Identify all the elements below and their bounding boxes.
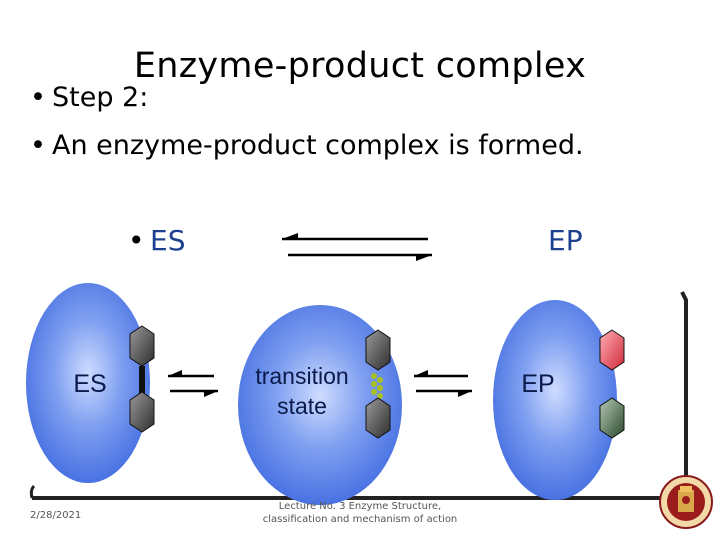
footer-date: 2/28/2021 (30, 510, 82, 521)
footer-lecture-line1: Lecture No. 3 Enzyme Structure, (278, 501, 442, 512)
substrate-bond (139, 366, 145, 396)
bullet-glyph: • (30, 130, 46, 161)
footer-lecture: Lecture No. 3 Enzyme Structure, classifi… (250, 500, 470, 526)
bullet-step-text: Step 2: (52, 82, 149, 113)
equation-right: EP (548, 224, 583, 257)
equilibrium-arrows-1 (168, 370, 218, 397)
footer-lecture-line2: classification and mechanism of action (262, 514, 458, 525)
product-hex-red (599, 329, 625, 371)
transition-label-line1: transition (255, 363, 348, 389)
university-seal-logo (659, 475, 713, 529)
slide-title: Enzyme-product complex (133, 46, 587, 86)
ep-label: EP (521, 370, 554, 398)
product-hex-green (599, 397, 625, 439)
transition-label-line2: state (277, 393, 327, 419)
substrate-hex-top (129, 325, 155, 367)
transition-hex-top (365, 329, 391, 371)
enzyme-es (26, 283, 150, 483)
substrate-hex-bottom (129, 391, 155, 433)
transition-bond (371, 373, 383, 399)
bullet-glyph: • (128, 224, 145, 257)
bullet-glyph: • (30, 82, 46, 113)
equilibrium-arrows-top (282, 233, 432, 261)
enzyme-transition (238, 305, 402, 505)
equilibrium-arrows-2 (414, 370, 472, 397)
es-label: ES (73, 370, 106, 398)
bullet-description-text: An enzyme-product complex is formed. (52, 130, 584, 161)
bullet-step: •Step 2: (30, 82, 148, 113)
transition-hex-bottom (365, 397, 391, 439)
frame-bottom-curl (29, 484, 36, 499)
frame-right-line (680, 291, 688, 498)
bullet-description: •An enzyme-product complex is formed. (30, 130, 584, 161)
enzyme-ep (493, 300, 617, 500)
equation-left: •ES (128, 224, 185, 257)
equation-left-text: ES (150, 224, 186, 257)
